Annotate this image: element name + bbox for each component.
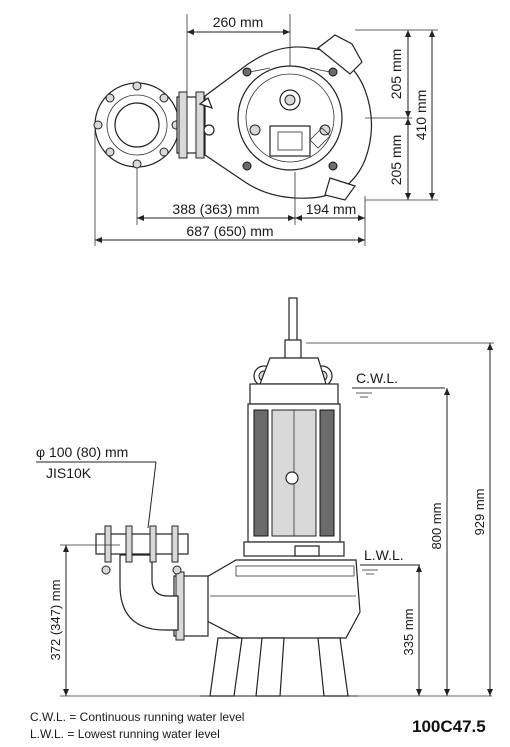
dim-205-upper: 205 mm	[388, 49, 404, 100]
legend-cwl: C.W.L. = Continuous running water level	[30, 710, 244, 724]
dim-410: 410 mm	[413, 90, 429, 141]
dim-260: 260 mm	[213, 14, 264, 30]
top-view: 260 mm 205 mm 205 mm 410 mm 388 (363) mm…	[93, 14, 438, 246]
dim-800: 800 mm	[429, 503, 444, 550]
discharge-flange-top	[93, 81, 181, 169]
dim-929: 929 mm	[472, 489, 487, 536]
dim-205-lower: 205 mm	[388, 135, 404, 186]
model-number: 100C47.5	[412, 717, 486, 736]
dim-687: 687 (650) mm	[186, 223, 273, 239]
dim-335: 335 mm	[401, 609, 416, 656]
discharge-flange-side	[95, 533, 189, 555]
volute-casing	[204, 559, 361, 639]
discharge-elbow	[119, 554, 179, 631]
dim-194: 194 mm	[306, 201, 357, 217]
legend: C.W.L. = Continuous running water level …	[30, 710, 244, 741]
dim-388: 388 (363) mm	[172, 201, 259, 217]
legend-lwl: L.W.L. = Lowest running water level	[30, 727, 220, 741]
dim-372: 372 (347) mm	[48, 580, 63, 661]
power-cable	[288, 297, 298, 345]
lwl-label: L.W.L.	[364, 547, 404, 563]
pipe-diameter-label: φ 100 (80) mm	[36, 444, 128, 460]
flange-standard-label: JIS10K	[46, 465, 92, 481]
side-view: C.W.L. L.W.L. 335 mm 800 mm 929 mm 372 (…	[36, 297, 494, 697]
cwl-label: C.W.L.	[356, 370, 398, 386]
